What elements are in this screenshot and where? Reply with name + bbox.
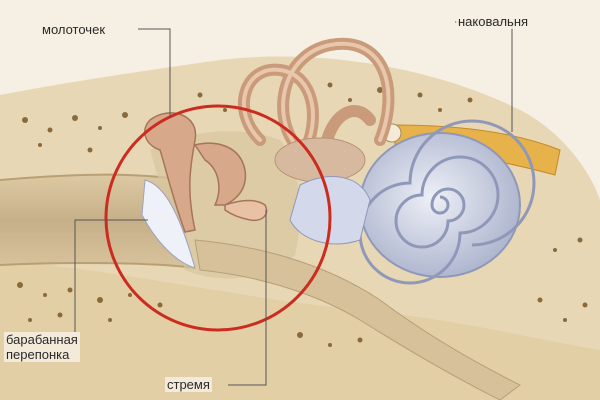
ossicles — [144, 112, 268, 233]
label-incus: наковальня — [456, 14, 531, 29]
bone-pores — [17, 82, 588, 347]
label-stapes: стремя — [165, 377, 212, 392]
incus-shape — [193, 142, 247, 206]
label-malleus: молоточек — [40, 22, 108, 37]
ear-canal-bottom-edge — [0, 262, 196, 269]
malleus-shape — [144, 112, 197, 233]
label-eardrum-line1: барабанная — [6, 332, 78, 347]
label-eardrum-line2: перепонка — [6, 347, 70, 362]
ear-canal-top-edge — [0, 173, 171, 181]
stapes-shape — [224, 199, 268, 222]
highlight-circle — [104, 104, 332, 332]
eardrum-shape — [141, 179, 196, 269]
label-eardrum: барабанная перепонка — [4, 332, 80, 362]
